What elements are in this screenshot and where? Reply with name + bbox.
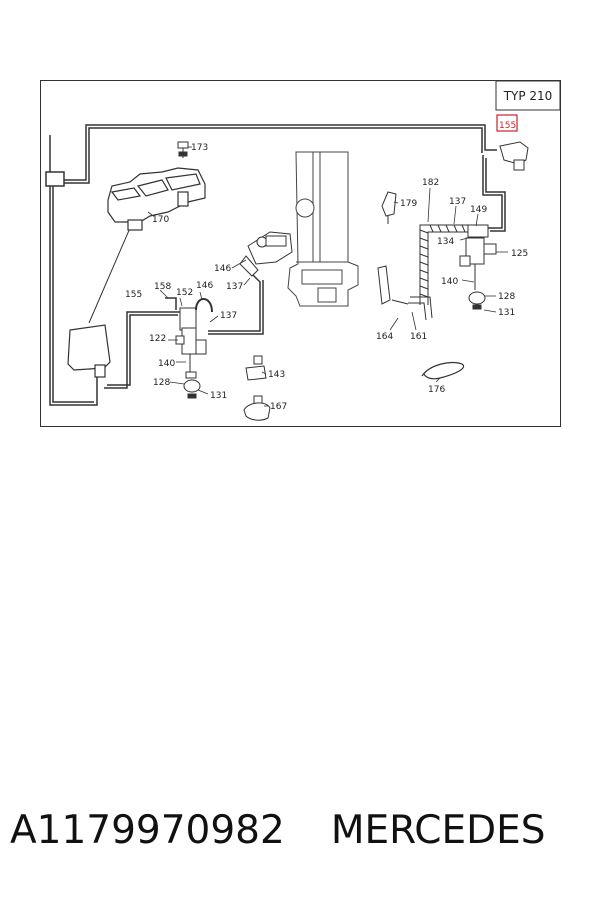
pump-assembly (239, 231, 293, 277)
clip-167 (243, 395, 271, 421)
callout-170: 170 (152, 215, 169, 225)
callout-182: 182 (422, 178, 439, 188)
callout-140-left: 140 (158, 359, 175, 369)
callout-140-right: 140 (441, 277, 458, 287)
callout-134: 134 (437, 237, 454, 247)
callout-128-left: 128 (153, 378, 170, 388)
callout-122: 122 (149, 334, 166, 344)
callout-146-mid: 146 (214, 264, 231, 274)
callout-137-mid: 137 (226, 282, 243, 292)
callout-137-left: 137 (220, 311, 237, 321)
callout-167: 167 (270, 402, 287, 412)
callout-179: 179 (400, 199, 417, 209)
callout-125: 125 (511, 249, 528, 259)
callout-137-right: 137 (449, 197, 466, 207)
callout-highlighted: 155 (499, 121, 516, 131)
callout-143: 143 (268, 370, 285, 380)
callout-164: 164 (376, 332, 393, 342)
callout-176: 176 (428, 385, 445, 395)
leader-lines (147, 146, 508, 407)
type-label: TYP 210 (503, 89, 553, 103)
callout-149: 149 (470, 205, 487, 215)
valve-right (459, 224, 497, 310)
clip-143 (245, 355, 267, 381)
valve-left (175, 298, 213, 399)
screw-173 (177, 141, 189, 158)
callout-128-right: 128 (498, 292, 515, 302)
callout-131-left: 131 (210, 391, 227, 401)
hose-182 (408, 224, 470, 321)
part-caption: A1179970982 MERCEDES (10, 800, 590, 860)
type-label-box: TYP 210 (495, 80, 561, 111)
callouts: 173 170 155 158 152 146 137 122 140 128 … (125, 121, 528, 412)
connector-155 (496, 114, 529, 171)
headlamp-housing (287, 151, 359, 307)
expansion-tank (107, 167, 206, 231)
callout-131-right: 131 (498, 308, 515, 318)
callout-161: 161 (410, 332, 427, 342)
callout-146-left: 146 (196, 281, 213, 291)
bracket-164 (377, 265, 409, 305)
callout-173: 173 (191, 143, 208, 153)
brand-name: MERCEDES (330, 807, 546, 853)
callout-155: 155 (125, 290, 142, 300)
hose-lines (45, 124, 506, 406)
part-number: A1179970982 (10, 807, 285, 853)
callout-158: 158 (154, 282, 171, 292)
clip-179 (381, 191, 397, 224)
clip-176 (421, 361, 465, 380)
callout-152: 152 (176, 288, 193, 298)
reservoir (67, 324, 111, 378)
